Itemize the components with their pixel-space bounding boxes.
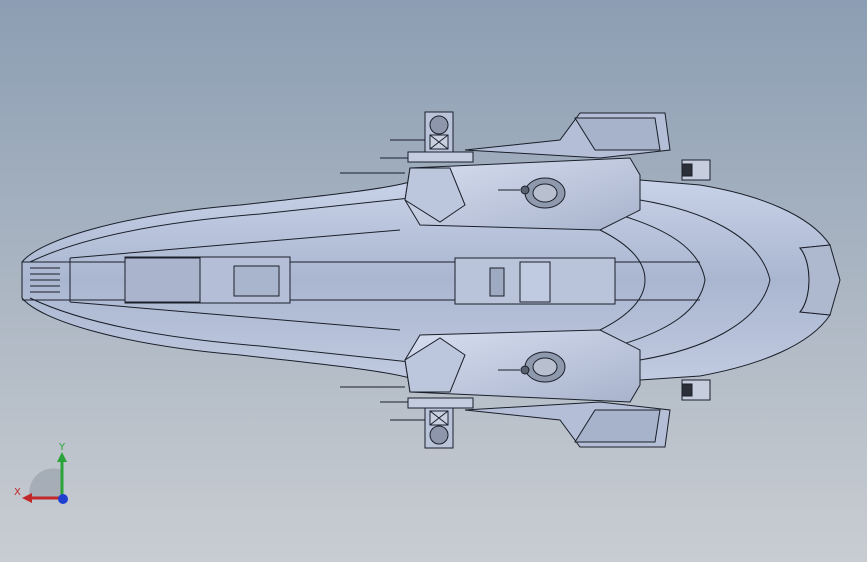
- upper-weapon-pod: [340, 111, 711, 231]
- z-axis-point: [58, 494, 68, 504]
- x-axis-arrow: [22, 493, 32, 503]
- y-axis-label: Y: [58, 442, 66, 453]
- lower-weapon-pod: [340, 329, 711, 449]
- x-axis-label: X: [14, 487, 21, 498]
- axis-triad: Y X: [14, 442, 68, 504]
- y-axis-arrow: [57, 452, 67, 462]
- hull: [21, 179, 841, 381]
- cockpit-hatch: [233, 265, 280, 297]
- nose-grill: [30, 267, 60, 293]
- triad-plane: [29, 468, 63, 498]
